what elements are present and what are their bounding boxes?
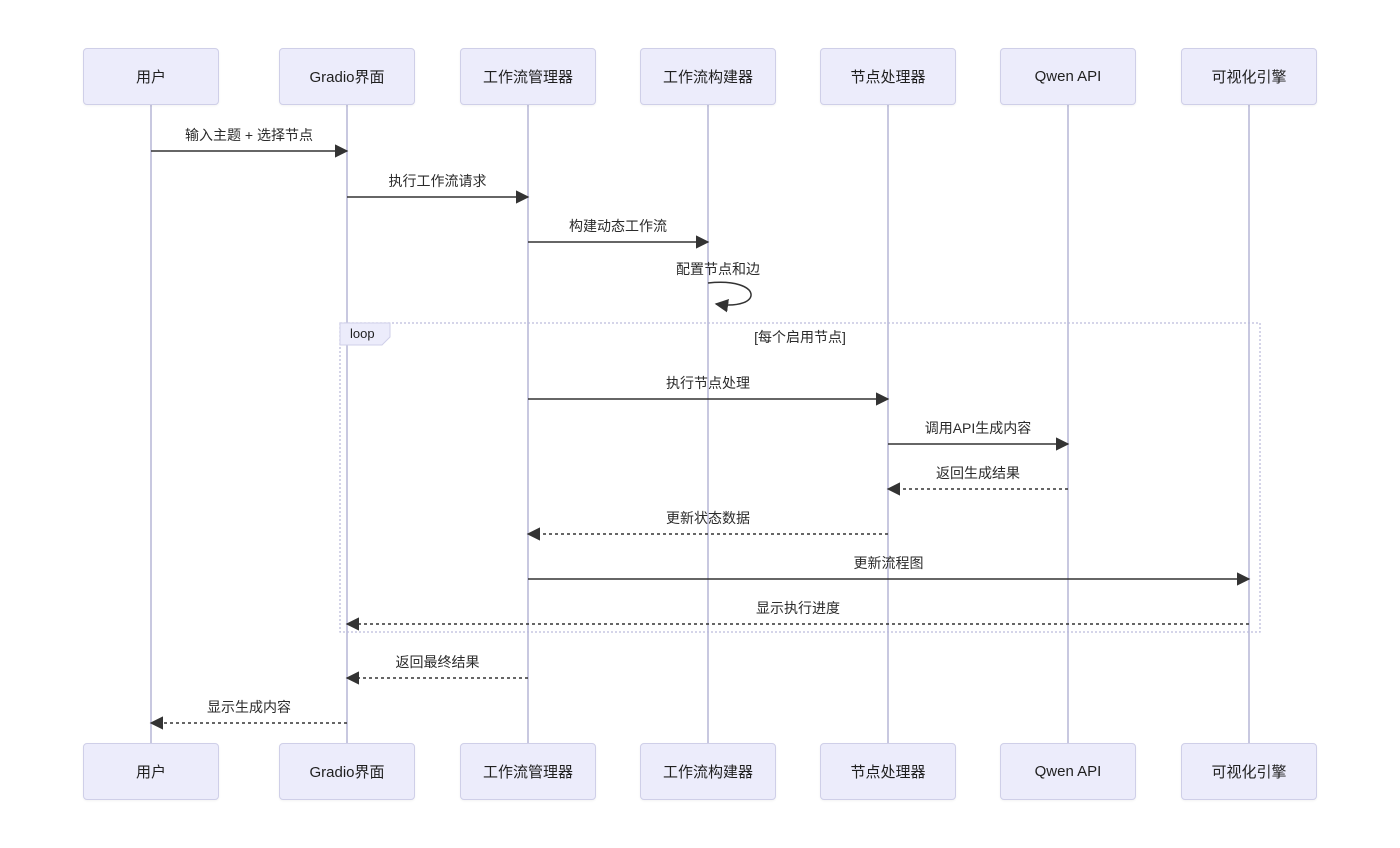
loop-label: loop — [350, 326, 375, 341]
actor-box-top-0: 用户 — [83, 48, 219, 105]
actor-label: 用户 — [135, 69, 166, 86]
loop-label-tag — [339, 322, 391, 346]
message-label-9: 显示执行进度 — [756, 600, 840, 616]
actor-box-top-4: 节点处理器 — [820, 48, 956, 105]
message-selfloop-3 — [707, 281, 752, 313]
actor-label: Qwen API — [1034, 763, 1102, 780]
message-label-5: 调用API生成内容 — [924, 420, 1032, 436]
loop-box — [339, 322, 1261, 633]
actor-label: Gradio界面 — [309, 764, 385, 781]
message-label-1: 执行工作流请求 — [388, 173, 487, 189]
actor-label: 节点处理器 — [850, 69, 926, 86]
actor-box-bottom-2: 工作流管理器 — [460, 743, 596, 800]
actor-box-bottom-3: 工作流构建器 — [640, 743, 776, 800]
message-label-8: 更新流程图 — [853, 555, 924, 571]
actor-label: 工作流管理器 — [482, 764, 573, 781]
message-label-0: 输入主题 + 选择节点 — [185, 127, 313, 143]
message-label-6: 返回生成结果 — [936, 465, 1020, 481]
actor-label: 可视化引擎 — [1211, 764, 1287, 781]
actor-label: Gradio界面 — [309, 69, 385, 86]
message-label-4: 执行节点处理 — [666, 375, 750, 391]
actor-box-top-5: Qwen API — [1000, 48, 1136, 105]
actor-box-top-3: 工作流构建器 — [640, 48, 776, 105]
actor-box-bottom-0: 用户 — [83, 743, 219, 800]
message-label-11: 显示生成内容 — [207, 699, 291, 715]
actor-label: 工作流构建器 — [662, 69, 753, 86]
actor-box-bottom-5: Qwen API — [1000, 743, 1136, 800]
actor-label: 用户 — [135, 764, 166, 781]
actor-label: 工作流构建器 — [662, 764, 753, 781]
actor-label: 工作流管理器 — [482, 69, 573, 86]
actor-label: Qwen API — [1034, 68, 1102, 85]
message-label-3: 配置节点和边 — [676, 261, 760, 277]
actor-box-bottom-4: 节点处理器 — [820, 743, 956, 800]
loop-condition: [每个启用节点] — [754, 329, 846, 345]
actor-box-bottom-1: Gradio界面 — [279, 743, 415, 800]
message-label-2: 构建动态工作流 — [569, 218, 667, 234]
actor-label: 节点处理器 — [850, 764, 926, 781]
actor-box-top-6: 可视化引擎 — [1181, 48, 1317, 105]
actor-box-bottom-6: 可视化引擎 — [1181, 743, 1317, 800]
message-label-7: 更新状态数据 — [666, 510, 750, 526]
actor-label: 可视化引擎 — [1211, 69, 1287, 86]
message-label-10: 返回最终结果 — [395, 654, 480, 670]
actor-box-top-2: 工作流管理器 — [460, 48, 596, 105]
actor-box-top-1: Gradio界面 — [279, 48, 415, 105]
